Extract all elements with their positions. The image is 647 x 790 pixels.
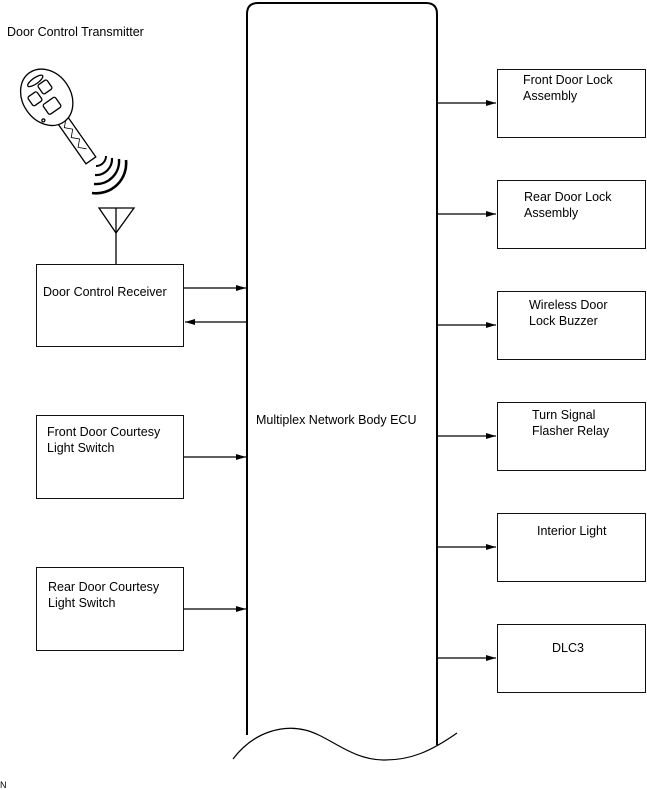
- rear-courtesy-label: Rear Door Courtesy Light Switch: [48, 580, 160, 610]
- front-door-lock-assembly-box: Front Door Lock Assembly: [497, 69, 646, 138]
- ecu-label: Multiplex Network Body ECU: [256, 413, 417, 427]
- wireless-door-lock-buzzer-box: Wireless Door Lock Buzzer: [497, 291, 646, 360]
- ecu-break-wave: [232, 727, 458, 761]
- front-door-lock-label: Front Door Lock Assembly: [523, 73, 613, 103]
- front-door-courtesy-switch-box: Front Door Courtesy Light Switch: [36, 415, 184, 499]
- buzzer-label: Wireless Door Lock Buzzer: [529, 298, 608, 328]
- interior-light-label: Interior Light: [537, 524, 607, 538]
- antenna-icon: [97, 207, 136, 264]
- dlc3-box: DLC3: [497, 624, 646, 693]
- rear-door-lock-assembly-box: Rear Door Lock Assembly: [497, 180, 646, 249]
- front-courtesy-label: Front Door Courtesy Light Switch: [47, 425, 161, 455]
- rear-door-lock-label: Rear Door Lock Assembly: [524, 190, 612, 220]
- key-fob-icon: [19, 68, 97, 165]
- ecu-body-outline: [246, 2, 438, 745]
- transmitter-label: Door Control Transmitter: [7, 25, 144, 39]
- receiver-label: Door Control Receiver: [43, 285, 167, 299]
- rear-door-courtesy-switch-box: Rear Door Courtesy Light Switch: [36, 567, 184, 651]
- flasher-relay-label: Turn Signal Flasher Relay: [532, 408, 610, 438]
- radio-wave-icon: [91, 155, 128, 195]
- door-control-receiver-box: Door Control Receiver: [36, 264, 184, 347]
- dlc3-label: DLC3: [552, 641, 584, 655]
- turn-signal-flasher-relay-box: Turn Signal Flasher Relay: [497, 402, 646, 471]
- interior-light-box: Interior Light: [497, 513, 646, 582]
- corner-mark: N: [0, 780, 7, 790]
